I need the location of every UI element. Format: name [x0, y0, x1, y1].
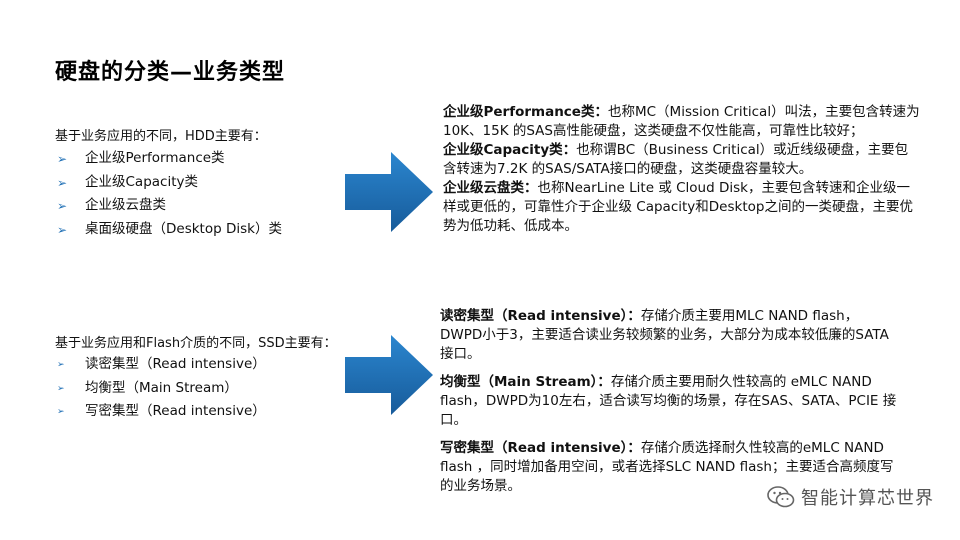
list-item: ➢企业级云盘类 [55, 194, 282, 218]
ssd-desc-write-intensive: 写密集型（Read intensive）：存储介质选择耐久性较高的eMLC NA… [440, 440, 894, 494]
hdd-desc-capacity: 企业级Capacity类：也称谓BC（Business Critical）或近线… [443, 142, 909, 177]
hdd-desc-cloud: 企业级云盘类：也称NearLine Lite 或 Cloud Disk，主要包含… [443, 180, 913, 234]
right-arrow-icon [345, 335, 433, 415]
arrow-bullet-icon: ➢ [57, 383, 65, 394]
list-item: ➢桌面级硬盘（Desktop Disk）类 [55, 218, 282, 242]
hdd-description-panel: 企业级Performance类：也称MC（Mission Critical）叫法… [443, 103, 921, 236]
ssd-desc-read-intensive: 读密集型（Read intensive）：存储介质主要用MLC NAND fla… [440, 308, 889, 362]
list-item: ➢均衡型（Main Stream） [55, 377, 266, 401]
arrow-bullet-icon: ➢ [57, 222, 68, 237]
arrow-bullet-icon: ➢ [57, 360, 65, 370]
list-item: ➢读密集型（Read intensive） [55, 353, 266, 377]
list-item: ➢企业级Capacity类 [55, 171, 282, 195]
list-item: ➢写密集型（Read intensive） [55, 400, 266, 424]
arrow-bullet-icon: ➢ [57, 152, 68, 166]
hdd-lead: 基于业务应用的不同，HDD主要有： [55, 129, 267, 144]
hdd-type-list: ➢企业级Performance类 ➢企业级Capacity类 ➢企业级云盘类 ➢… [55, 147, 282, 241]
watermark-text: 智能计算芯世界 [801, 488, 934, 509]
ssd-lead: 基于业务应用和Flash介质的不同，SSD主要有： [55, 336, 337, 351]
wechat-watermark: 智能计算芯世界 [767, 484, 934, 510]
arrow-bullet-icon: ➢ [57, 407, 65, 417]
right-arrow-icon [345, 152, 433, 232]
list-item: ➢企业级Performance类 [55, 147, 282, 171]
ssd-desc-main-stream: 均衡型（Main Stream）：存储介质主要用耐久性较高的 eMLC NAND… [440, 374, 897, 428]
arrow-bullet-icon: ➢ [57, 199, 68, 213]
wechat-icon [767, 486, 795, 508]
hdd-desc-performance: 企业级Performance类：也称MC（Mission Critical）叫法… [443, 104, 920, 139]
arrow-bullet-icon: ➢ [57, 175, 68, 190]
slide-title: 硬盘的分类—业务类型 [55, 60, 286, 85]
ssd-type-list: ➢读密集型（Read intensive） ➢均衡型（Main Stream） … [55, 353, 266, 424]
ssd-description-panel: 读密集型（Read intensive）：存储介质主要用MLC NAND fla… [440, 307, 898, 496]
